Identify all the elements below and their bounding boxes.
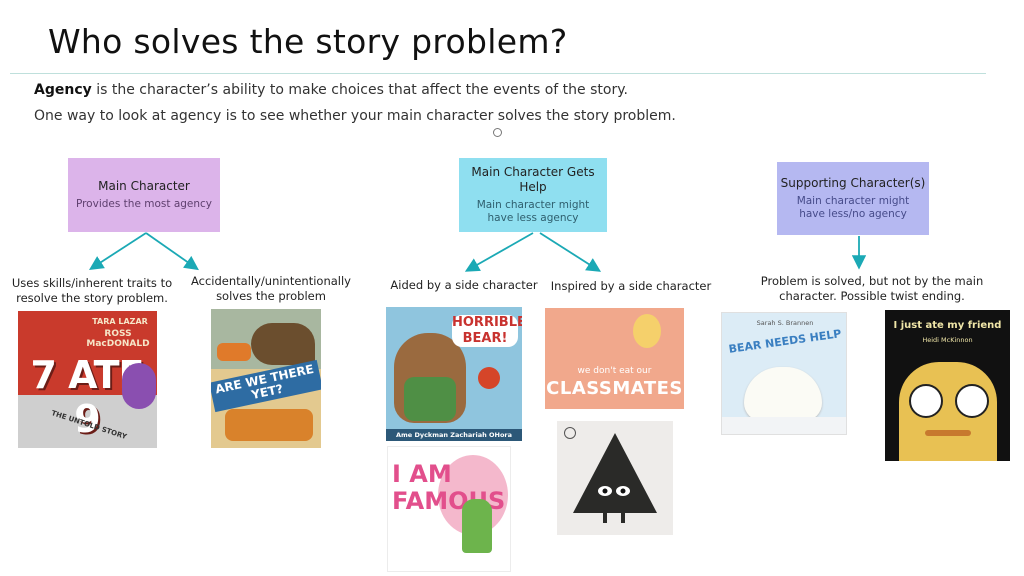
supporting-character-box-title: Supporting Character(s) [780, 176, 926, 190]
dinosaur-head-illustration [633, 314, 661, 348]
yellow-monster-illustration [899, 362, 997, 461]
triangle-character-illustration [573, 433, 657, 523]
orange-car-illustration [225, 409, 313, 441]
book-title: HORRIBLE BEAR! [452, 315, 522, 347]
dinosaur-illustration [251, 323, 315, 365]
agency-term: Agency [34, 82, 92, 98]
girl-hair-illustration [478, 367, 500, 389]
book-title: CLASSMATES [546, 378, 683, 399]
main-character-box-title: Main Character [98, 179, 190, 193]
bear-sweater [404, 377, 456, 421]
page-title: Who solves the story problem? [48, 22, 568, 61]
polar-bear-illustration [744, 367, 822, 421]
agency-definition: Agency is the character’s ability to mak… [34, 82, 628, 98]
arrow-to-inspired [539, 232, 602, 272]
ice-floor [722, 417, 846, 434]
book-cover-i-am-famous: I AM FAMOUS [387, 446, 511, 572]
label-uses-skills: Uses skills/inherent traits to resolve t… [11, 276, 173, 305]
book-author-top: TARA LAZAR [92, 317, 148, 326]
arrow-to-aided [464, 232, 534, 272]
book-author: Sarah S. Brannen [756, 319, 814, 327]
book-title: I just ate my friend [893, 320, 1002, 331]
arrow-to-skills [88, 232, 147, 270]
arrow-to-accidental [145, 232, 199, 271]
book-small-title: we don't eat our [577, 366, 652, 376]
book-author: Heidi McKinnon [922, 336, 973, 344]
monster-mouth [925, 430, 971, 436]
supporting-character-box: Supporting Character(s) Main character m… [777, 162, 929, 235]
book-cover-classmates: we don't eat our CLASSMATES [545, 308, 684, 409]
label-accidentally-solves: Accidentally/unintentionally solves the … [190, 274, 351, 303]
book-cover-bear-needs-help: Sarah S. Brannen BEAR NEEDS HELP [721, 312, 847, 435]
book-cover-7-ate-9: TARA LAZAR ROSS MacDONALD 7 ATE 9 THE UN… [18, 311, 157, 448]
girl-illustration [462, 499, 492, 553]
label-inspired-by-side-character: Inspired by a side character [550, 279, 712, 293]
rotation-handle[interactable] [493, 128, 502, 137]
car-illustration [217, 343, 251, 361]
label-solved-not-by-main: Problem is solved, but not by the main c… [760, 274, 984, 303]
book-cover-i-just-ate-my-friend: I just ate my friend Heidi McKinnon [885, 310, 1010, 461]
book-cover-horrible-bear: HORRIBLE BEAR! Ame Dyckman Zachariah OHo… [386, 307, 522, 441]
gets-help-box-subtitle: Main character might have less agency [476, 199, 590, 224]
gets-help-box: Main Character Gets Help Main character … [459, 158, 607, 232]
agency-definition-text: is the character’s ability to make choic… [91, 82, 628, 98]
book-credit: Ame Dyckman Zachariah OHora [386, 429, 522, 441]
award-seal-icon [564, 427, 576, 439]
supporting-character-box-subtitle: Main character might have less/no agency [796, 195, 910, 220]
book-cover-are-we-there-yet: ARE WE THERE YET? [211, 309, 321, 448]
monster-right-eye [955, 384, 989, 418]
book-author: ROSS MacDONALD [86, 329, 150, 349]
nine-character-illustration [122, 363, 156, 409]
book-title: I AM FAMOUS [392, 460, 506, 515]
book-cover-triangle [557, 421, 673, 535]
label-aided-by-side-character: Aided by a side character [390, 278, 538, 292]
gets-help-box-title: Main Character Gets Help [471, 165, 595, 194]
main-character-box-subtitle: Provides the most agency [75, 198, 213, 210]
title-divider [10, 73, 986, 74]
main-character-box: Main Character Provides the most agency [68, 158, 220, 232]
agency-explanation: One way to look at agency is to see whet… [34, 108, 676, 124]
book-title: BEAR NEEDS HELP [727, 327, 843, 356]
monster-left-eye [909, 384, 943, 418]
